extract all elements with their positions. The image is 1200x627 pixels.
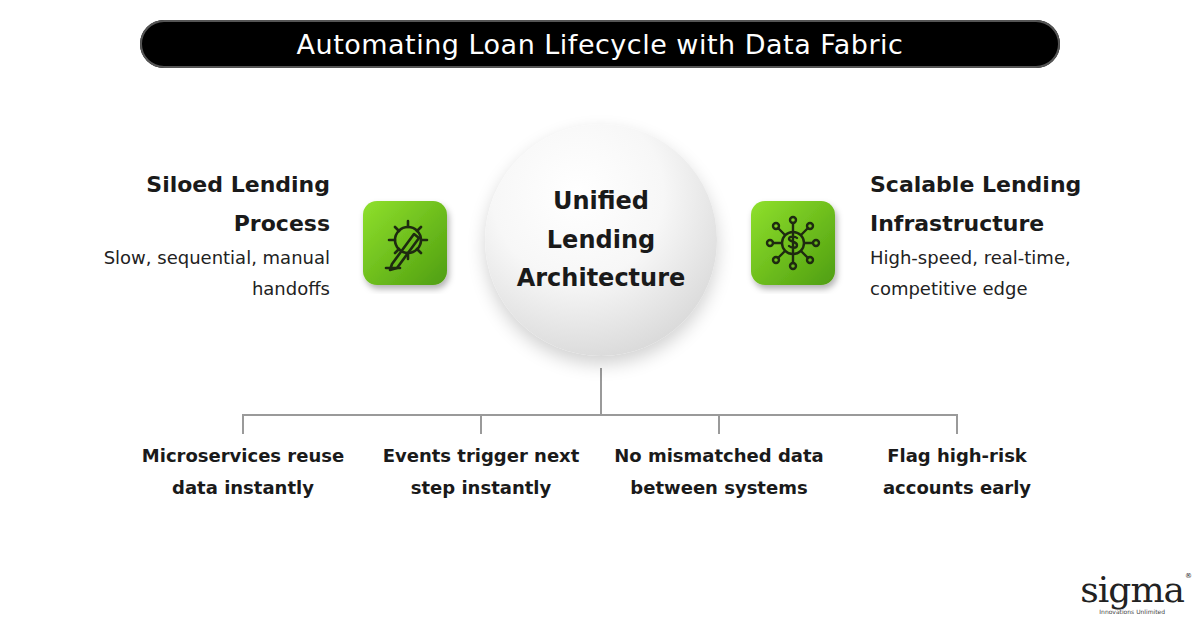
logo: sigma®Innovations Unlimited xyxy=(1080,572,1184,615)
node-heading: Scalable Lending Infrastructure xyxy=(870,166,1122,243)
node-heading: Events trigger next step instantly xyxy=(371,440,591,505)
benefit-item: No mismatched data between systems xyxy=(609,440,829,505)
gear-pencil-icon xyxy=(356,194,456,294)
tree-connector xyxy=(243,368,601,434)
benefit-item: Events trigger next step instantly xyxy=(371,440,591,505)
problem-block: Siloed Lending ProcessSlow, sequential, … xyxy=(58,166,330,304)
node-body: High-speed, real-time, competitive edge xyxy=(870,243,1122,304)
dollar-network-icon xyxy=(744,194,844,294)
tree-connector xyxy=(601,368,957,434)
registered-mark: ® xyxy=(1185,572,1192,580)
title-bar: Automating Loan Lifecycle with Data Fabr… xyxy=(140,20,1060,68)
node-body: Slow, sequential, manual handoffs xyxy=(58,243,330,304)
node-heading: Unified Lending Architecture xyxy=(511,182,691,297)
tree-connector xyxy=(481,368,601,434)
title-text: Automating Loan Lifecycle with Data Fabr… xyxy=(297,29,904,60)
tree-connector xyxy=(601,368,719,434)
node-heading: No mismatched data between systems xyxy=(609,440,829,505)
center-sphere: Unified Lending Architecture xyxy=(485,124,717,356)
node-heading: Flag high-risk accounts early xyxy=(847,440,1067,505)
solution-block: Scalable Lending InfrastructureHigh-spee… xyxy=(870,166,1122,304)
logo-wordmark: sigma xyxy=(1080,572,1184,608)
benefit-item: Microservices reuse data instantly xyxy=(133,440,353,505)
node-heading: Siloed Lending Process xyxy=(58,166,330,243)
node-heading: Microservices reuse data instantly xyxy=(133,440,353,505)
logo-tagline: Innovations Unlimited xyxy=(1080,608,1184,615)
benefit-item: Flag high-risk accounts early xyxy=(847,440,1067,505)
